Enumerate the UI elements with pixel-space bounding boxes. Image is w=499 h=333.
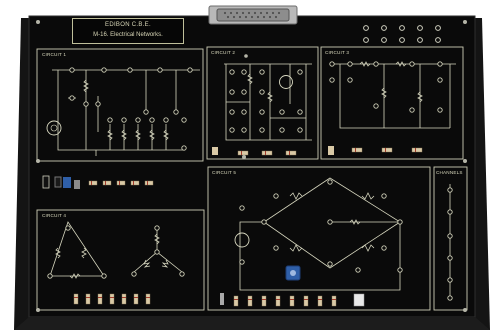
circuit-2-jacks[interactable] [229, 69, 303, 133]
channel-jacks[interactable] [447, 187, 453, 301]
circuit-1-jacks[interactable] [69, 67, 193, 151]
circuit-3-jacks[interactable] [329, 61, 443, 113]
circuit-3-component-strip [328, 146, 423, 155]
circuit-1-meter [46, 120, 62, 136]
circuit-4-jacks[interactable] [47, 225, 185, 279]
db-connector [208, 5, 298, 25]
maker-name: EDIBON C.B.E. [105, 22, 151, 28]
mounting-screws [36, 20, 467, 312]
circuit-3-title: CIRCUIT 3 [325, 50, 350, 55]
circuit-5-galvanometer [234, 232, 250, 248]
zone-channels [433, 166, 468, 311]
board-panel [14, 15, 490, 330]
circuit-5-jacks[interactable] [239, 179, 403, 273]
circuit-4-star [133, 228, 183, 273]
component-strip-left [42, 175, 154, 189]
channels-title: CHANNELS [436, 170, 463, 175]
potentiometer[interactable] [285, 265, 301, 281]
circuit-2-component-strip [212, 147, 297, 156]
circuit-4-resistor-row [73, 293, 151, 305]
circuit-4-title: CIRCUIT 4 [42, 213, 67, 218]
zone-outlines [36, 46, 468, 311]
circuit-3-schematic [332, 61, 456, 129]
board-model: M-16. Electrical Networks. [93, 32, 163, 38]
circuit-1-schematic [52, 69, 200, 156]
circuit-5-title: CIRCUIT 5 [212, 170, 237, 175]
circuit-2-schematic [224, 63, 312, 141]
circuit-2-meter [279, 75, 293, 89]
zone-circuit-2 [206, 46, 319, 160]
maker-plate: EDIBON C.B.E. M-16. Electrical Networks. [72, 18, 184, 44]
circuit-1-title: CIRCUIT 1 [42, 52, 67, 57]
circuit-1-resistor-symbols [83, 79, 169, 141]
circuit-2-title: CIRCUIT 2 [211, 50, 236, 55]
top-right-jacks[interactable] [363, 25, 441, 43]
zone-circuit-4 [36, 209, 205, 311]
zone-circuit-5 [207, 166, 431, 311]
zone-circuit-1 [36, 48, 204, 162]
circuit-5-resistor-row [220, 293, 365, 307]
circuit-5-bridge [239, 177, 401, 291]
zone-circuit-3 [320, 46, 464, 160]
circuit-4-delta [49, 221, 105, 279]
